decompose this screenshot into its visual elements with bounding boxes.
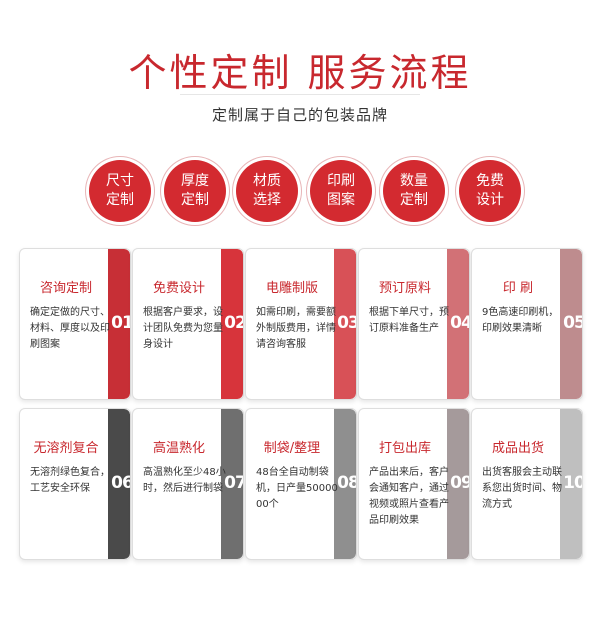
- step-title: 印 刷: [502, 281, 534, 296]
- step-title: 免费设计: [152, 281, 205, 296]
- step-card: 08 制袋/整理 48台全自动制袋机，日产量5000000个: [245, 408, 357, 560]
- feature-circle: 厚度定制: [164, 160, 226, 222]
- step-title: 高温熟化: [152, 441, 205, 456]
- step-number: 09: [447, 471, 469, 495]
- feature-circle: 免费设计: [459, 160, 521, 222]
- step-description: 产品出来后，客户会通知客户，通过视频或照片查看产品印刷效果: [369, 467, 449, 526]
- step-title: 预订原料: [378, 281, 431, 296]
- step-description: 确定定做的尺寸、材料、厚度以及印刷图案: [30, 307, 110, 350]
- step-title: 打包出库: [378, 441, 431, 456]
- feature-circle: 材质选择: [236, 160, 298, 222]
- step-number: 08: [334, 471, 356, 495]
- page-subtitle: 定制属于自己的包装品牌: [211, 106, 388, 124]
- step-title: 成品出货: [491, 441, 544, 456]
- step-number: 07: [221, 471, 243, 495]
- step-number: 04: [447, 311, 469, 335]
- step-description: 根据下单尺寸，预订原料准备生产: [369, 307, 449, 334]
- step-description: 48台全自动制袋机，日产量5000000个: [256, 467, 338, 510]
- feature-circle: 尺寸定制: [89, 160, 151, 222]
- step-description: 如需印刷，需要额外制版费用，详情请咨询客服: [256, 307, 336, 350]
- page-title: 个性定制 服务流程: [128, 51, 472, 95]
- step-number: 01: [108, 311, 130, 335]
- step-description: 无溶剂绿色复合，工艺安全环保: [30, 467, 110, 494]
- step-title: 电雕制版: [265, 281, 318, 296]
- step-number: 10: [560, 471, 582, 495]
- feature-circles: 尺寸定制 厚度定制 材质选择 印刷图案 数量定制 免费设计: [0, 160, 600, 224]
- step-title: 制袋/整理: [263, 441, 321, 456]
- step-number: 03: [334, 311, 356, 335]
- step-description: 根据客户要求，设计团队免费为您量身设计: [143, 307, 223, 350]
- step-card: 09 打包出库产品出来后，客户会通知客户，通过视频或照片查看产品印刷效果: [358, 408, 470, 560]
- feature-circle-label: 尺寸定制: [106, 173, 134, 208]
- step-card: 06 无溶剂复合无溶剂绿色复合，工艺安全环保: [19, 408, 131, 560]
- feature-circle-label: 印刷图案: [327, 173, 355, 208]
- step-card: 04 预订原料根据下单尺寸，预订原料准备生产: [358, 248, 470, 400]
- step-card: 02 免费设计根据客户要求，设计团队免费为您量身设计: [132, 248, 244, 400]
- step-description: 9色高速印刷机，印刷效果清晰: [482, 307, 559, 334]
- title-divider: [180, 94, 420, 95]
- feature-circle: 数量定制: [383, 160, 445, 222]
- step-card: 07 高温熟化高温熟化至少48小时，然后进行制袋: [132, 408, 244, 560]
- step-card: 03 电雕制版如需印刷，需要额外制版费用，详情请咨询客服: [245, 248, 357, 400]
- step-card: 10 成品出货出货客服会主动联系您出货时间、物流方式: [471, 408, 583, 560]
- step-card: 01 咨询定制确定定做的尺寸、材料、厚度以及印刷图案: [19, 248, 131, 400]
- step-description: 出货客服会主动联系您出货时间、物流方式: [482, 467, 562, 510]
- feature-circle-label: 免费设计: [476, 173, 504, 208]
- step-number: 06: [108, 471, 130, 495]
- step-number: 05: [560, 311, 582, 335]
- step-number: 02: [221, 311, 243, 335]
- feature-circle-label: 材质选择: [253, 173, 281, 208]
- step-title: 咨询定制: [39, 281, 92, 296]
- step-title: 无溶剂复合: [33, 441, 99, 456]
- feature-circle: 印刷图案: [310, 160, 372, 222]
- feature-circle-label: 数量定制: [400, 173, 428, 208]
- step-description: 高温熟化至少48小时，然后进行制袋: [143, 467, 226, 494]
- feature-circle-label: 厚度定制: [181, 173, 209, 208]
- step-card: 05 印 刷 9色高速印刷机，印刷效果清晰: [471, 248, 583, 400]
